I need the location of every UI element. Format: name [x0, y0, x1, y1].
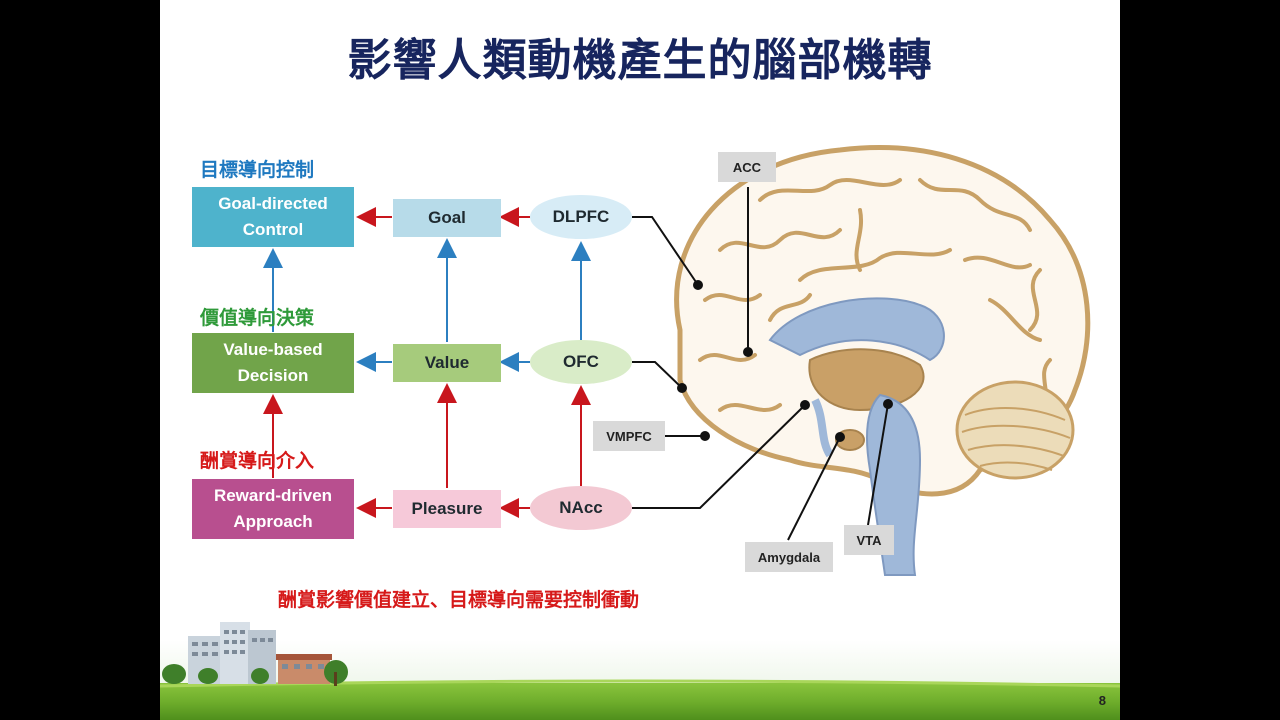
category-value-based-label: 價值導向決策: [200, 307, 315, 329]
goal-box: Goal: [393, 199, 501, 237]
acc-tag: ACC: [718, 152, 776, 182]
leader-amygdala: [787, 436, 841, 541]
leader-dlpfc: [632, 216, 699, 286]
cerebellum: [955, 380, 1075, 480]
vmpfc-tag: VMPFC: [593, 421, 665, 451]
category-reward-driven-label: 酬賞導向介入: [200, 450, 315, 472]
leader-vta: [867, 403, 889, 526]
pleasure-box: Pleasure: [393, 490, 501, 528]
slide-caption: 酬賞影響價值建立、目標導向需要控制衝動: [278, 589, 640, 611]
page-number: 8: [1098, 693, 1106, 708]
reward-driven-approach-box: Reward-driven Approach: [192, 479, 354, 539]
slide-background-art: [160, 622, 1120, 720]
category-goal-directed-label: 目標導向控制: [200, 159, 315, 181]
dlpfc-node: DLPFC: [530, 195, 632, 239]
slide-title: 影響人類動機產生的腦部機轉: [347, 35, 933, 86]
corpus-callosum: [768, 297, 945, 362]
campus-building-image: [162, 622, 348, 686]
ofc-node: OFC: [530, 340, 632, 384]
leader-ofc: [632, 361, 683, 389]
slide: 影響人類動機產生的腦部機轉: [160, 0, 1120, 720]
grass-strip: [160, 683, 1120, 720]
amygdala-tag: Amygdala: [745, 542, 833, 572]
value-box: Value: [393, 344, 501, 382]
leader-nacc: [632, 404, 806, 509]
nacc-node: NAcc: [530, 486, 632, 530]
diagram-connectors: [263, 187, 893, 541]
goal-directed-control-box: Goal-directed Control: [192, 187, 354, 247]
brain-sagittal-illustration: [674, 145, 1091, 576]
vta-tag: VTA: [844, 525, 894, 555]
value-based-decision-box: Value-based Decision: [192, 333, 354, 393]
